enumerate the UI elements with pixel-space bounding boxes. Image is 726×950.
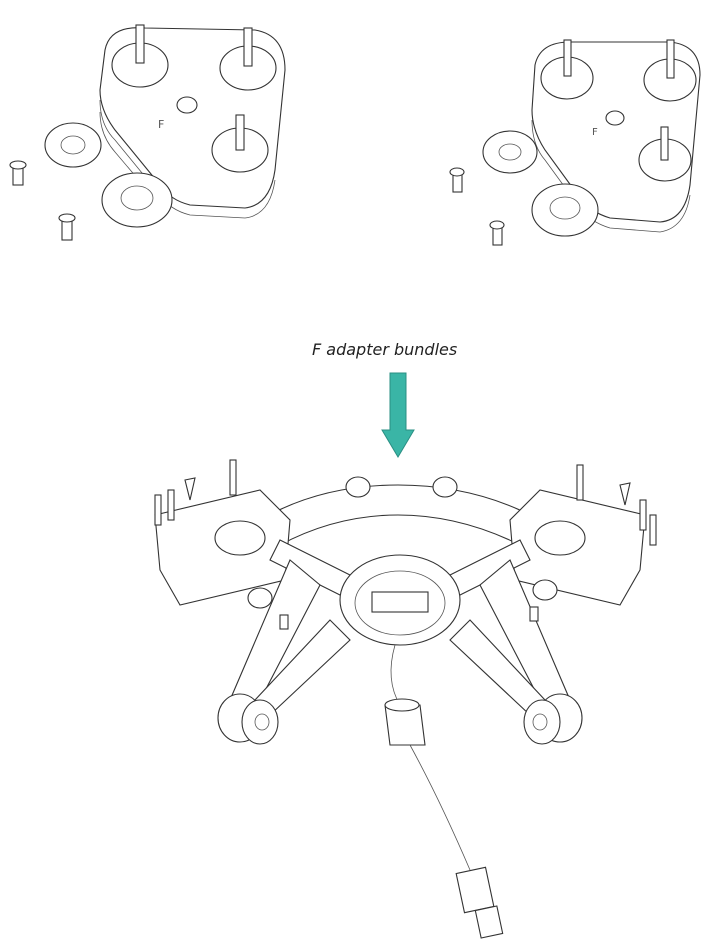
- caption-f-adapter-bundles: F adapter bundles: [312, 340, 458, 359]
- main-assembly: [154, 459, 657, 939]
- adapter-label-left: F: [158, 118, 164, 131]
- adapter-label-right: F: [592, 127, 598, 138]
- adapter-bundle-right: F: [449, 39, 701, 246]
- down-arrow: [381, 372, 415, 458]
- adapter-bundle-left: F: [9, 24, 286, 241]
